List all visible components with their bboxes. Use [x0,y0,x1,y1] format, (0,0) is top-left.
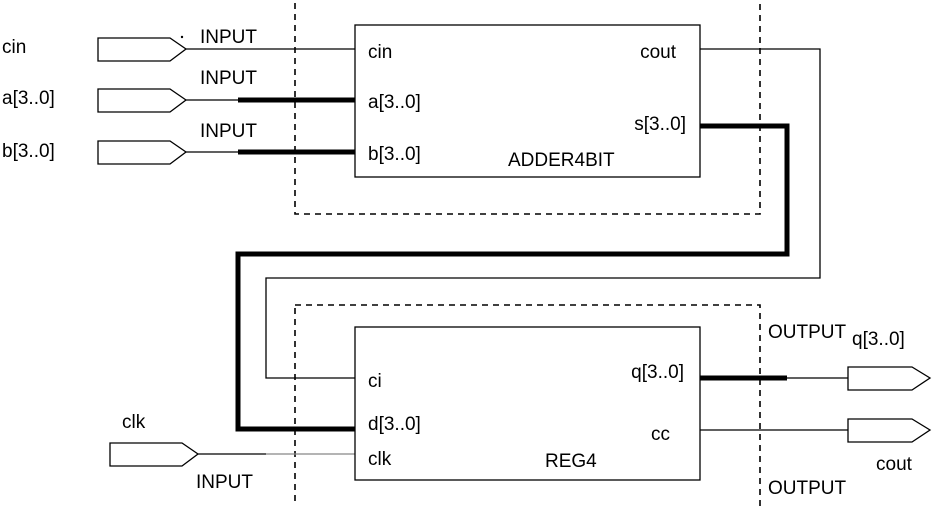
input-pin-a-symbol[interactable] [97,88,188,113]
port-label-reg-clk: clk [368,449,392,470]
block-name-reg: REG4 [545,451,597,472]
port-label-reg-d: d[3..0] [368,414,421,435]
pin-name-cout: cout [876,454,913,475]
reg-group-boundary [294,304,761,506]
port-label-adder-b: b[3..0] [368,144,421,165]
adder4bit-block[interactable] [354,24,701,178]
pin-name-cin: cin [2,37,26,58]
bus-s-to-d[interactable] [235,123,790,432]
port-label-adder-s: s[3..0] [634,114,686,135]
marker-dot [180,35,184,39]
pin-name-b: b[3..0] [2,141,55,162]
port-label-reg-ci: ci [368,371,382,392]
pin-type-cout: OUTPUT [768,478,847,499]
port-label-reg-cc: cc [651,424,670,445]
output-pin-cout-symbol[interactable] [847,418,932,443]
wire-cout-to-ci[interactable] [265,48,821,379]
input-pin-b[interactable] [97,140,188,165]
adder-group-boundary [294,0,761,215]
pin-type-a: INPUT [200,68,257,89]
pin-type-b: INPUT [200,121,257,142]
input-pin-cin[interactable] [97,37,188,62]
pin-type-cin: INPUT [200,27,257,48]
port-label-reg-q: q[3..0] [631,362,684,383]
reg4-block[interactable] [354,326,701,481]
pin-name-q: q[3..0] [852,329,905,350]
input-pin-b-symbol[interactable] [97,140,188,165]
pin-type-clk: INPUT [196,472,253,493]
input-pin-clk[interactable] [109,442,200,467]
output-pin-cout[interactable] [847,418,932,443]
pin-name-a: a[3..0] [2,88,55,109]
port-label-adder-a: a[3..0] [368,92,421,113]
input-pin-clk-symbol[interactable] [109,442,200,467]
output-pin-q[interactable] [847,366,932,391]
input-pin-cin-symbol[interactable] [97,37,188,62]
input-pin-a[interactable] [97,88,188,113]
block-name-adder: ADDER4BIT [508,150,615,171]
port-label-adder-cout: cout [640,42,677,63]
pin-type-q: OUTPUT [768,322,847,343]
pin-name-clk: clk [122,412,146,433]
output-pin-q-symbol[interactable] [847,366,932,391]
port-label-adder-cin: cin [368,42,392,63]
